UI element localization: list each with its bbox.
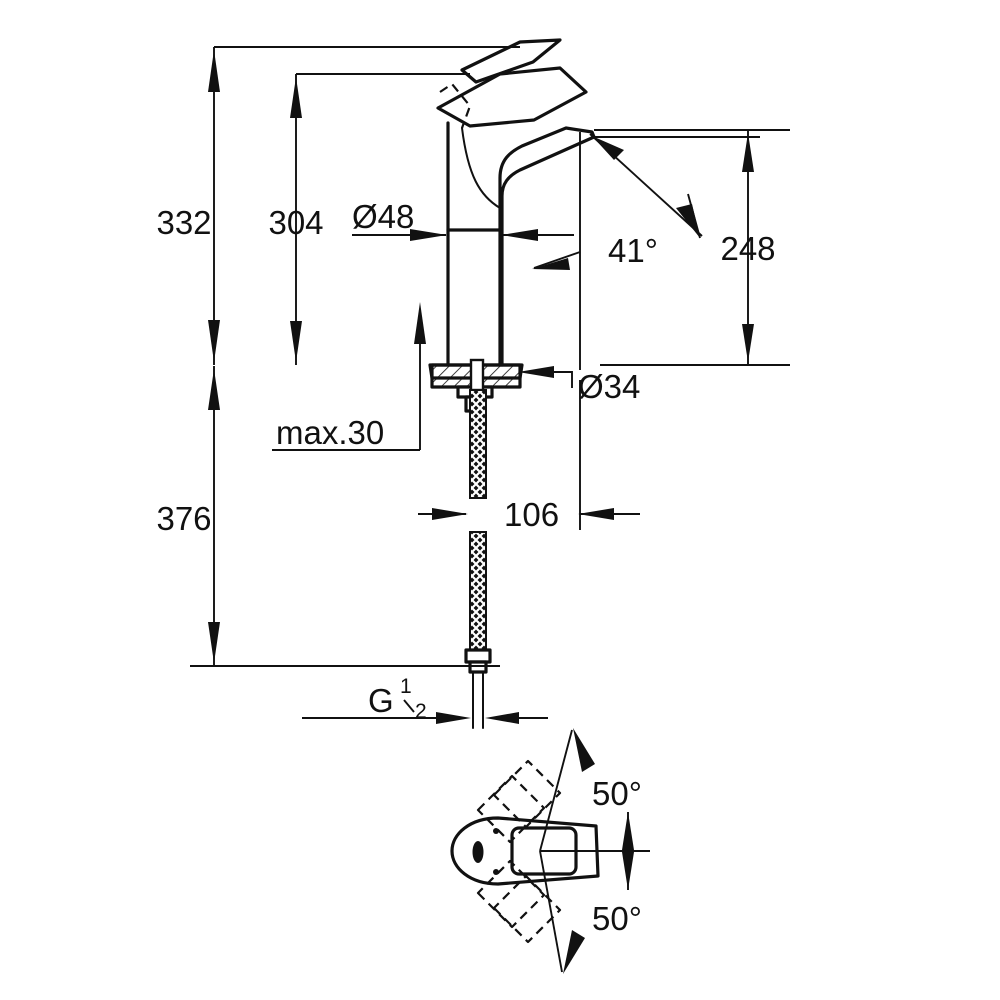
dimension-total-height: 332: [156, 46, 520, 365]
dimension-spout-angle: 41°: [532, 132, 760, 370]
label-body-height: 304: [268, 204, 323, 241]
hose-end-nut: [468, 660, 488, 674]
spout-underside-curve: [461, 127, 501, 209]
arrow-304-top: [290, 77, 302, 118]
hose-end-collar: [464, 648, 492, 664]
label-spout-angle: 41°: [608, 232, 658, 269]
dimension-spout-projection: 106: [418, 380, 640, 533]
plan-dot-lower: [493, 869, 499, 875]
label-spout-height: 248: [720, 230, 775, 267]
arrow-swivel-lower: [563, 930, 585, 974]
arrow-304-bottom: [290, 321, 302, 362]
arrow-34: [518, 366, 554, 378]
plan-ray-upper: [539, 729, 573, 852]
arrow-48-left: [410, 229, 447, 241]
arrow-g12-right: [485, 712, 519, 724]
arrow-48-diag: [532, 258, 570, 270]
arrow-bracket-upper: [622, 812, 634, 850]
arrow-248-top: [742, 133, 754, 172]
dimension-max-thickness: max.30: [272, 302, 426, 451]
arrow-106-right: [578, 508, 614, 520]
arrow-332-top: [208, 50, 220, 92]
label-total-depth: 376: [156, 500, 211, 537]
arrow-41-tip: [592, 136, 624, 160]
dimension-base-diameter: Ø34: [518, 366, 640, 405]
label-swivel-upper: 50°: [592, 775, 642, 812]
plan-indicator-slot: [472, 841, 484, 863]
fraction-slash: [403, 699, 415, 713]
arrow-106-left: [432, 508, 468, 520]
arrow-g12-left: [436, 712, 471, 724]
lever-hidden-edge: [439, 82, 472, 129]
arrow-max30-up: [414, 302, 426, 344]
flexible-hose-lower: [469, 531, 487, 651]
label-thread-numerator: 1: [400, 675, 412, 698]
label-max-thickness: max.30: [276, 414, 384, 451]
plan-ray-lower: [539, 850, 563, 973]
lever-handle: [436, 66, 588, 128]
arrow-376-top: [208, 369, 220, 410]
arrow-248-bottom: [742, 324, 754, 362]
arrow-bracket-lower: [622, 852, 634, 890]
dimension-spout-height: 248: [594, 129, 790, 366]
faucet-body-outline: [446, 121, 596, 367]
leader-48-diag: [533, 251, 581, 269]
label-swivel-lower: 50°: [592, 900, 642, 937]
arrow-332-bottom: [208, 320, 220, 362]
label-base-diameter: Ø34: [578, 368, 640, 405]
label-total-height: 332: [156, 204, 211, 241]
arrow-41-leader: [676, 204, 700, 238]
arrow-48-right: [501, 229, 538, 241]
arrow-376-bottom: [208, 622, 220, 663]
arrow-swivel-upper: [573, 728, 595, 772]
plan-dot-upper: [493, 828, 499, 834]
lever-rotated-positions: [476, 759, 562, 944]
faucet-elevation-geometry: [428, 38, 596, 729]
label-body-diameter: Ø48: [352, 198, 414, 235]
dimension-body-height: 304: [268, 73, 470, 365]
label-spout-projection: 106: [504, 496, 559, 533]
flexible-hose-upper: [469, 389, 487, 499]
label-thread-g: G: [368, 682, 394, 719]
label-thread-denominator: 2: [415, 700, 427, 723]
dimension-swivel-angles: 50° 50°: [539, 728, 650, 974]
dimension-thread-size: G 1 2: [302, 675, 548, 724]
shank: [469, 358, 485, 392]
plan-body-outline: [450, 816, 600, 886]
dimension-body-diameter: Ø48: [352, 198, 574, 241]
dimension-total-depth: 376: [156, 366, 500, 667]
